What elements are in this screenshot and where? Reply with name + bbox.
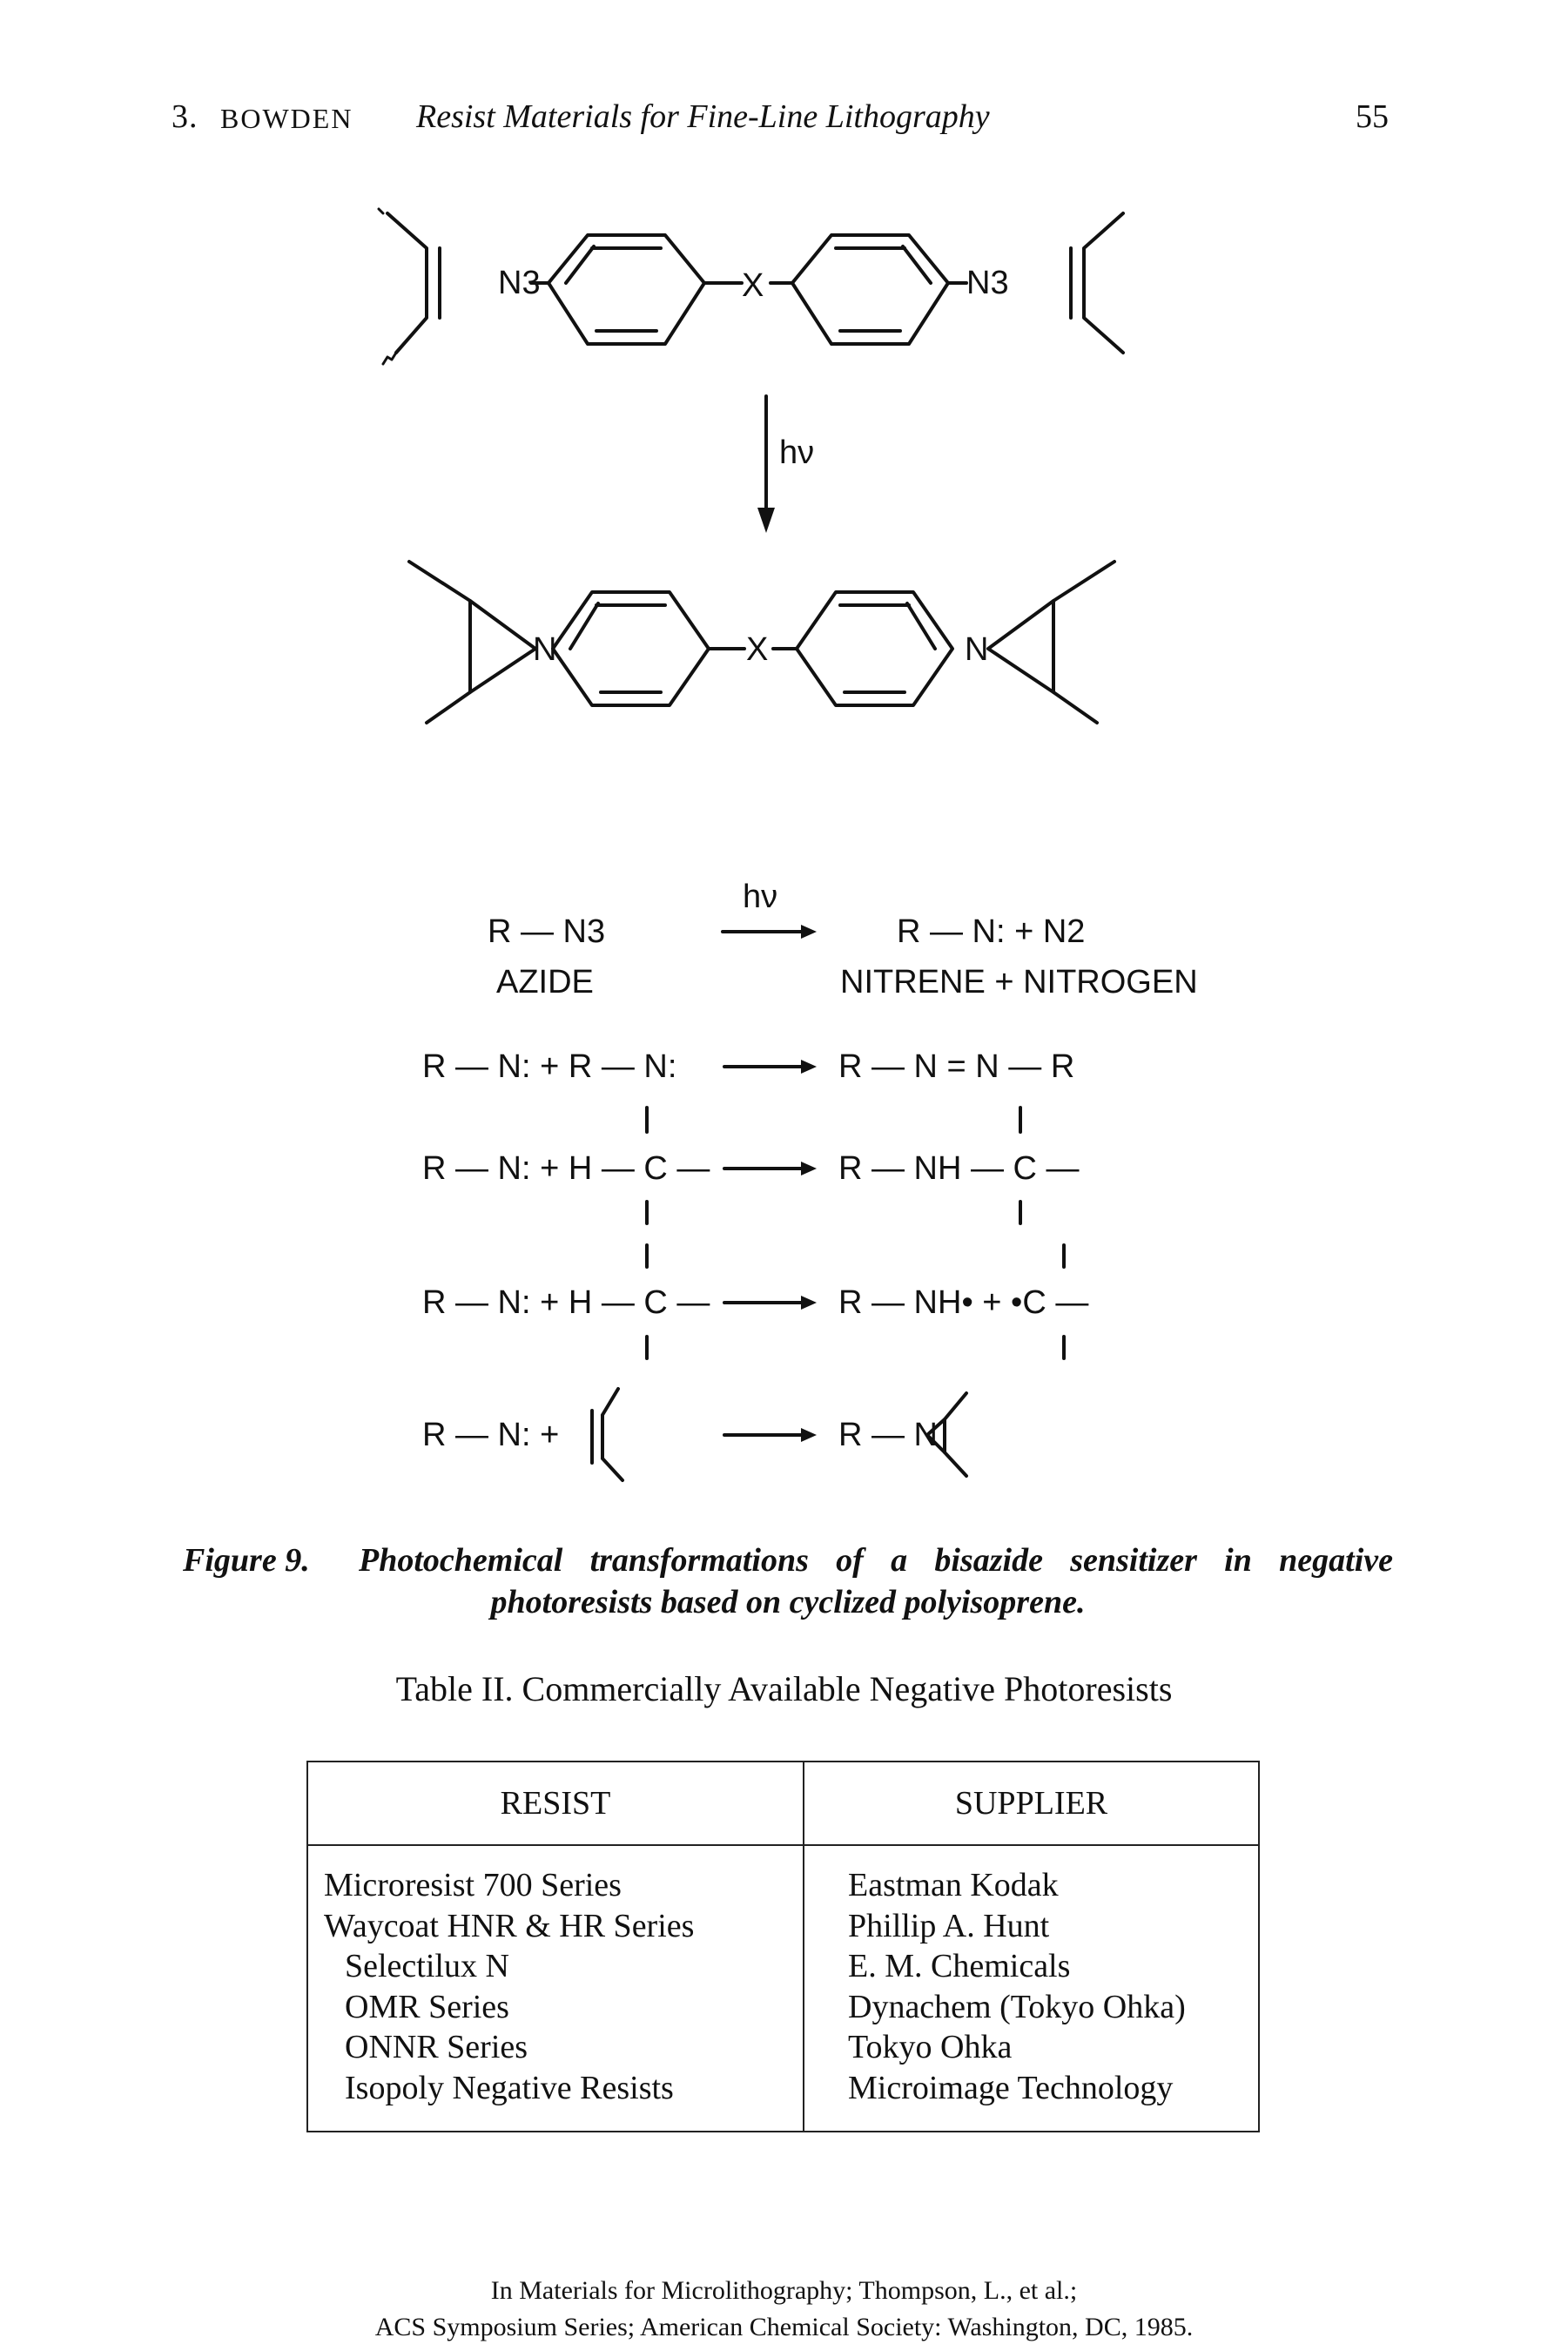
table-cell-resist: ONNR Series <box>345 2029 528 2065</box>
azide-formula: R — N3 <box>488 913 605 950</box>
table-cell-resist: Isopoly Negative Resists <box>345 2069 674 2106</box>
bisazide-structure <box>377 207 1125 366</box>
hv-reaction-label: hν <box>743 879 777 915</box>
footer-line-1: In Materials for Microlithography; Thomp… <box>490 2276 1078 2305</box>
citation-footer: In Materials for Microlithography; Thomp… <box>0 2273 1568 2346</box>
author-name: BOWDEN <box>220 103 353 134</box>
table-cell-supplier: Tokyo Ohka <box>848 2029 1013 2065</box>
table-cell-resist: Waycoat HNR & HR Series <box>324 1907 695 1944</box>
table-cell-supplier: E. M. Chemicals <box>848 1948 1071 1984</box>
table-cell-resist: Microresist 700 Series <box>324 1867 622 1903</box>
reaction-4-left: R — N: + <box>422 1417 559 1453</box>
photoresist-table: RESIST SUPPLIER Microresist 700 Series W… <box>306 1761 1260 2132</box>
page-number: 55 <box>1356 98 1389 135</box>
caption-line-2: photoresists based on cyclized polyisopr… <box>490 1584 1086 1620</box>
reaction-2-left: R — N: + H — C — <box>422 1150 710 1187</box>
running-title: Resist Materials for Fine-Line Lithograp… <box>416 98 990 135</box>
table-cell-resist: OMR Series <box>345 1988 509 2025</box>
supplier-column: Eastman Kodak Phillip A. Hunt E. M. Chem… <box>803 1844 1260 2132</box>
n-label-left: N <box>533 631 556 668</box>
nitrene-formula: R — N: + N2 <box>897 913 1085 950</box>
column-header-supplier: SUPPLIER <box>803 1761 1260 1846</box>
x-label-top: X <box>742 267 764 304</box>
figure-label: Figure 9. <box>183 1542 310 1579</box>
hv-arrow-label: hν <box>779 434 814 471</box>
table-cell-resist: Selectilux N <box>345 1948 509 1984</box>
nitrene-label: NITRENE + NITROGEN <box>840 964 1198 1000</box>
table-title: Table II. Commercially Available Negativ… <box>395 1669 1173 1708</box>
x-label-bottom: X <box>746 631 768 668</box>
reaction-3-left: R — N: + H — C — <box>422 1284 710 1321</box>
table-cell-supplier: Eastman Kodak <box>848 1867 1059 1903</box>
reaction-2-right: R — NH — C — <box>838 1150 1080 1187</box>
azide-label: AZIDE <box>496 964 594 1000</box>
reaction-1-left: R — N: + R — N: <box>422 1048 676 1085</box>
n3-right: N3 <box>966 265 1009 301</box>
table-body-row: Microresist 700 Series Waycoat HNR & HR … <box>306 1844 1260 2132</box>
table-cell-supplier: Microimage Technology <box>848 2069 1174 2106</box>
n3-left: N3 <box>498 265 541 301</box>
table-header-row: RESIST SUPPLIER <box>306 1761 1260 1846</box>
caption-line-1: Photochemical transformations of a bisaz… <box>359 1542 1393 1579</box>
reaction-4-right: R — N <box>838 1417 938 1453</box>
footer-line-2: ACS Symposium Series; American Chemical … <box>374 2313 1194 2341</box>
table-cell-supplier: Phillip A. Hunt <box>848 1907 1050 1944</box>
column-header-resist: RESIST <box>306 1761 804 1846</box>
chapter-number: 3. <box>172 98 199 135</box>
aziridine-structure <box>407 560 1116 724</box>
resist-column: Microresist 700 Series Waycoat HNR & HR … <box>306 1844 804 2132</box>
table-cell-supplier: Dynachem (Tokyo Ohka) <box>848 1988 1186 2025</box>
reaction-3-right: R — NH• + •C — <box>838 1284 1088 1321</box>
reaction-1-right: R — N = N — R <box>838 1048 1074 1085</box>
n-label-right: N <box>965 631 988 668</box>
